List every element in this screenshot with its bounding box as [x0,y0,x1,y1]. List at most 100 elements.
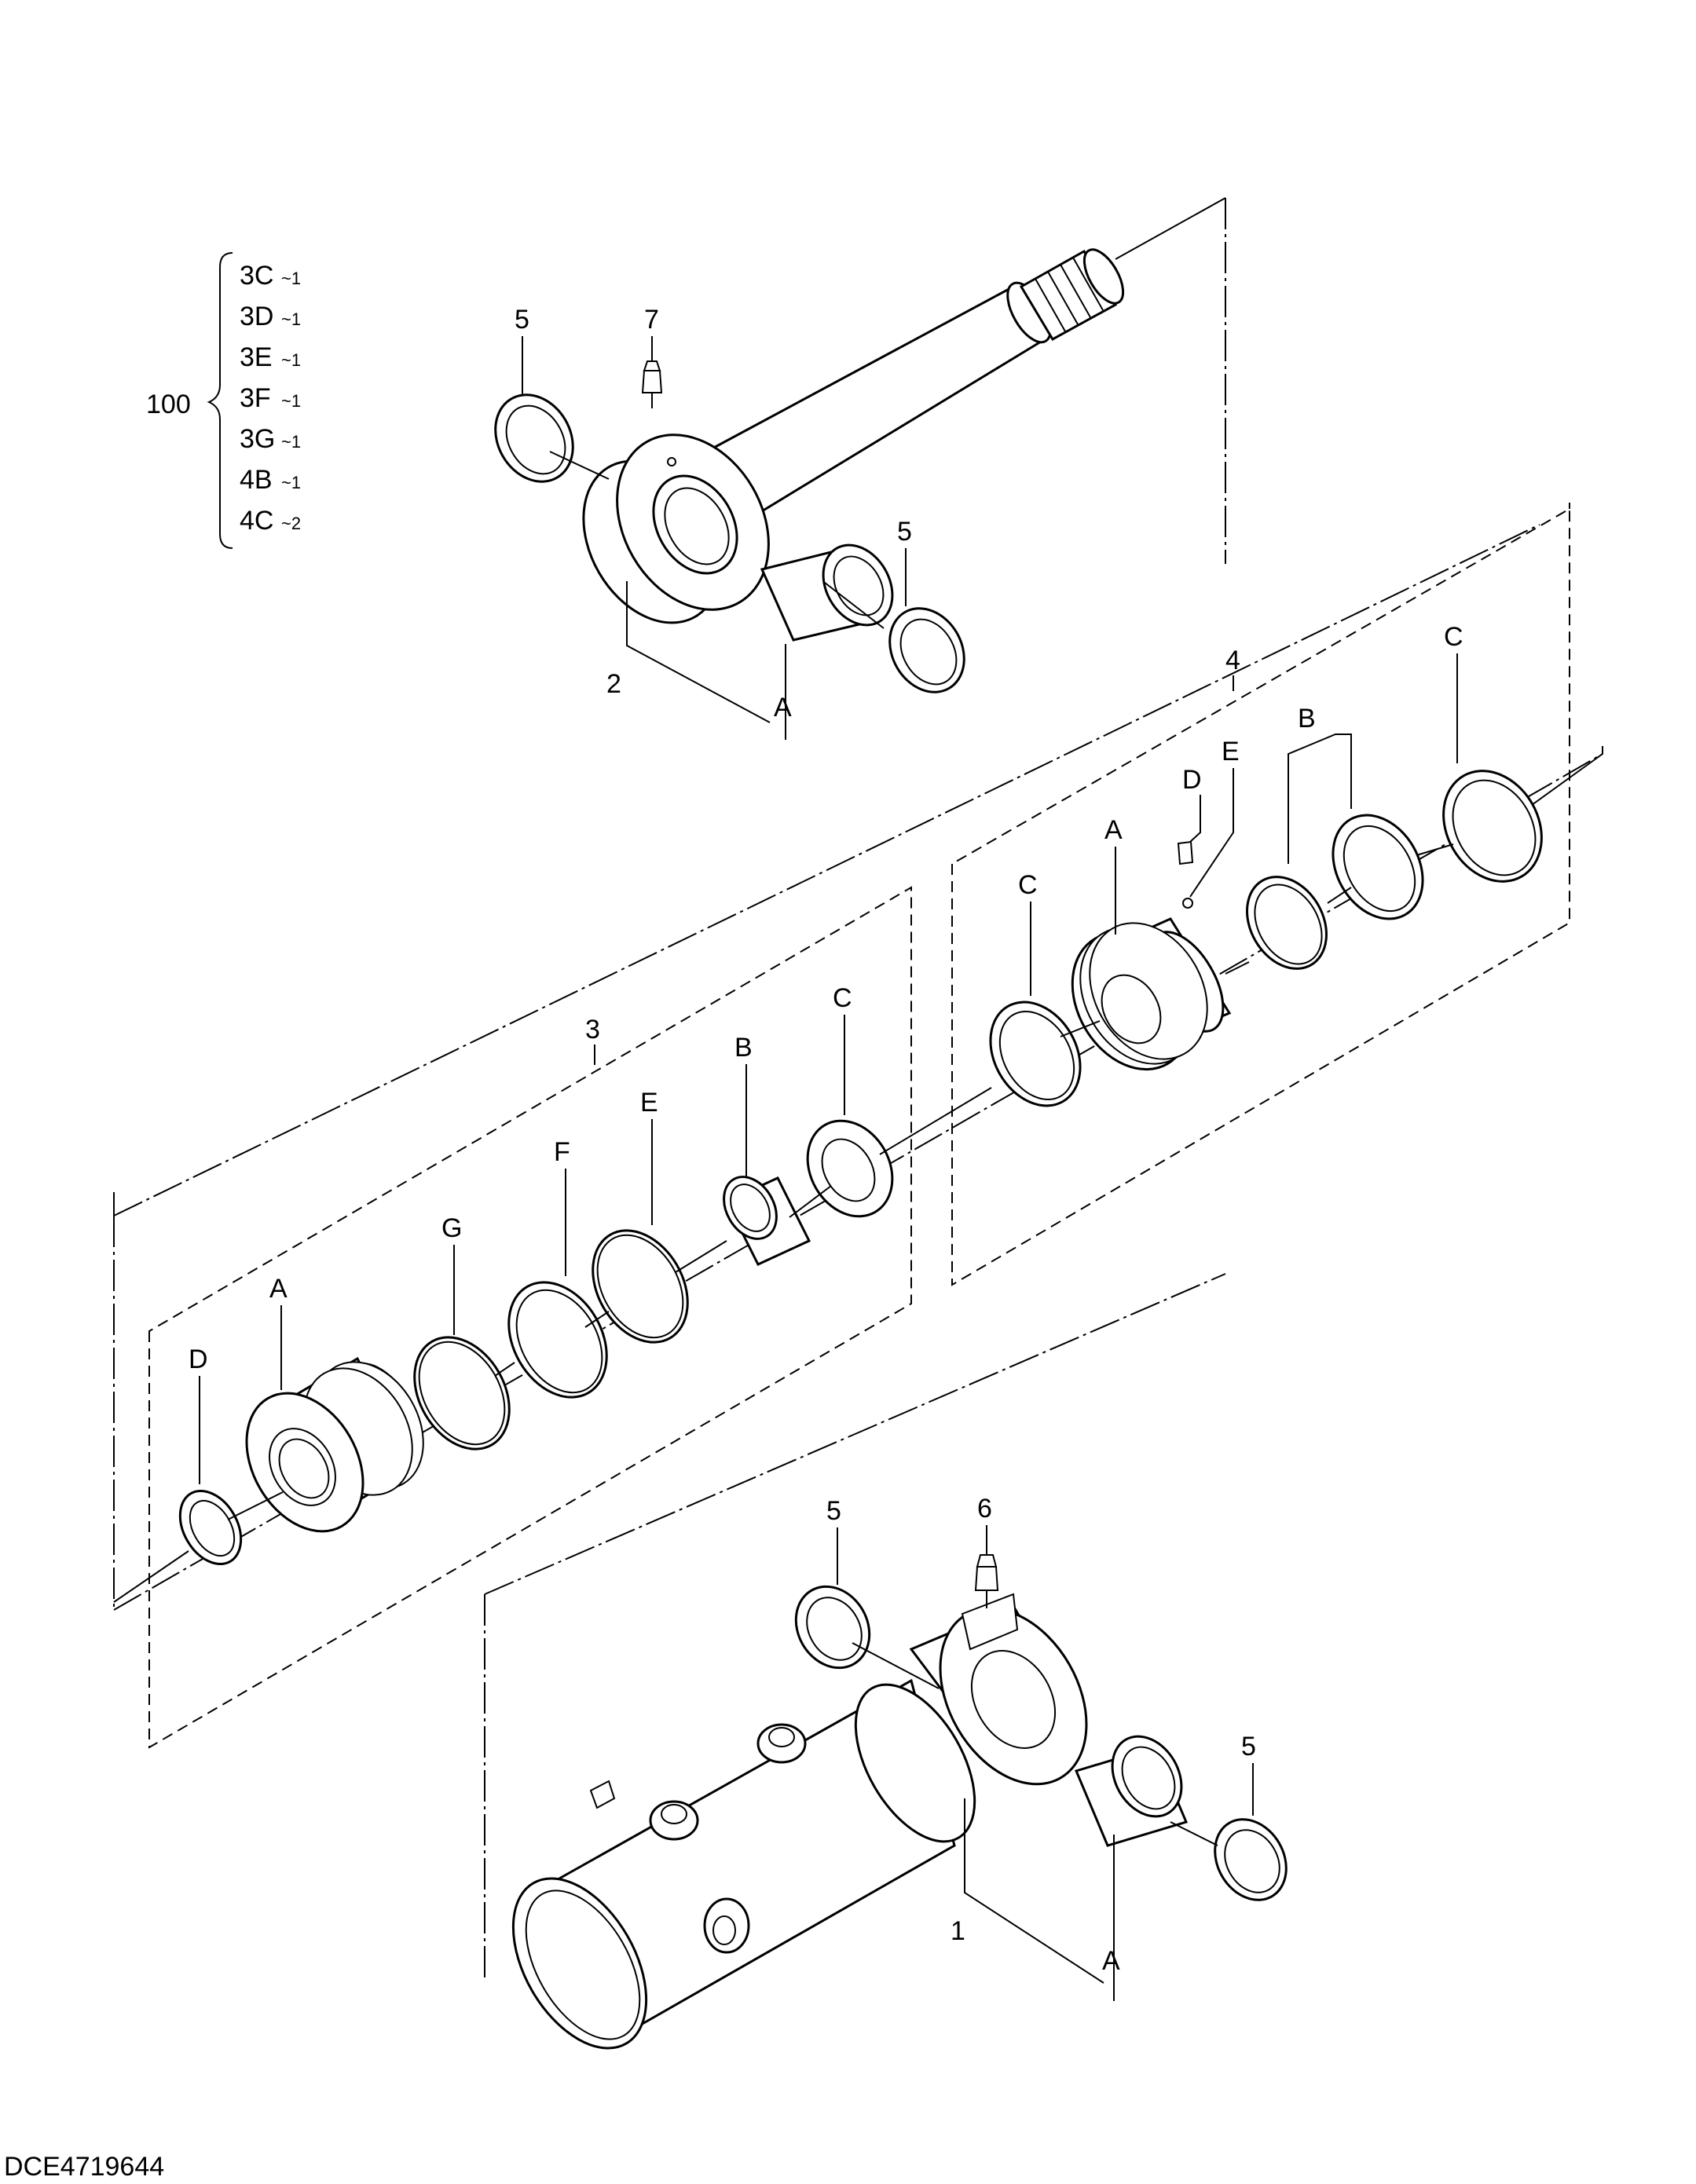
bushing-bore [1121,1746,1176,1810]
pin-seal-5-right [888,607,965,693]
tube-base [854,1683,976,1843]
callout-C: C [1018,870,1038,900]
seal-inner [505,404,566,475]
steel-ball-E [1182,898,1193,909]
callout-5: 5 [826,1496,841,1526]
kit-list-item: 3G ~1 [240,424,301,454]
rod-bushing [760,543,894,642]
grease-hole [667,457,676,466]
kit-set-label: 3E [240,342,273,372]
drawing-code: DCE4719644 [4,2152,164,2182]
ring-inner [1254,883,1323,965]
leader-line [626,581,786,740]
tube-bushing [1074,1735,1189,1847]
kit-quantity: ~2 [281,514,301,533]
ring-inner [1343,825,1416,913]
rod-eye-bore-inner [664,487,730,565]
leader-line [1327,887,1352,904]
kit3-outline-top [113,524,1540,1216]
assembly-brace [207,252,233,549]
cylinder-tube [511,1593,1088,2050]
pin-seal-5-right [1214,1818,1288,1901]
kit-quantity: ~1 [281,473,301,492]
leader-line [1225,961,1250,975]
leader-line [494,1362,515,1377]
dust-wiper-D [178,1489,243,1566]
grease-fitting-7 [641,360,663,408]
assembly-number: 100 [146,390,191,419]
seal-inner [821,1138,876,1202]
kit-list-item: 3F ~1 [240,383,301,413]
ring-inner [596,1234,684,1339]
fitting-tip [643,360,661,371]
kit-list-item: 3C ~1 [240,261,301,291]
callout-E: E [1222,737,1240,766]
pin-seal-5-left [494,393,574,483]
piston-rod [582,248,1125,624]
callout-3: 3 [585,1015,600,1044]
grease-boss [961,1593,1019,1651]
leader-line [964,1798,1115,2001]
head-bore-inner [278,1438,330,1499]
kit4-box [951,507,1570,1286]
grease-fitting-6 [974,1554,999,1608]
kit-list-item: 3E ~1 [240,342,301,372]
tube-mouth-inner [525,1890,641,2040]
kit3-box [148,886,912,1749]
callout-B: B [1298,704,1316,733]
fitting-tip [976,1554,998,1568]
backup-ring-C [1442,770,1543,883]
leader-line [1189,795,1201,843]
tube-port-hole [768,1727,795,1747]
cylinder-tube-group: 6 5 5 1 A [484,1273,1288,2050]
set-screw-D [1177,840,1194,865]
wear-ring-B [1332,814,1424,920]
callout-A: A [1104,815,1123,845]
ring-inner [1452,779,1537,876]
kit-set-label: 4C [240,506,273,536]
callout-E: E [640,1088,658,1118]
callout-C: C [1444,622,1463,652]
callout-4: 4 [1225,646,1240,675]
kit-quantity: ~1 [281,309,301,329]
callout-6: 6 [977,1494,992,1524]
kit3-parts: C B E F G [113,983,992,1603]
leader-line [852,1642,940,1689]
leader-line [1288,733,1352,864]
leader-line [824,582,885,629]
callout-5: 5 [1241,1732,1256,1761]
kit-set-label: 3G [240,424,275,454]
callout-2: 2 [606,669,621,699]
seal-inner [899,618,958,686]
ring-inner [998,1010,1075,1101]
leader-line [1060,1020,1101,1037]
callout-A: A [1102,1946,1120,1976]
kit-set-label: 3F [240,383,271,413]
kit-quantity: ~1 [281,350,301,370]
leader-line [789,1185,832,1218]
o-ring-E [592,1229,689,1344]
fitting-body [974,1566,999,1591]
fitting-body [641,370,663,393]
clevis-eye-bore [970,1650,1057,1749]
callout-5: 5 [515,305,529,335]
wear-ring-B [1246,876,1328,970]
leader-line [1189,768,1234,898]
callout-F: F [554,1137,570,1167]
rod-end [1082,248,1125,305]
o-ring-G [413,1336,511,1451]
thread-lines [1035,257,1104,332]
kit4-parts: C B D E A [989,622,1603,1107]
callout-B: B [734,1033,753,1063]
callout-1: 1 [951,1916,965,1946]
bushing-B [723,1176,811,1266]
seal-C [806,1119,894,1218]
piston-rod-group: 7 5 5 2 A [494,197,1226,740]
leader-line [584,1311,610,1328]
leader-line [1170,1821,1218,1846]
kit-list-item: 4C ~2 [240,506,301,536]
leader-line [113,1491,284,1603]
ring-inner [418,1341,506,1446]
bushing-bore [833,555,885,616]
kit-quantity: ~1 [281,269,301,288]
